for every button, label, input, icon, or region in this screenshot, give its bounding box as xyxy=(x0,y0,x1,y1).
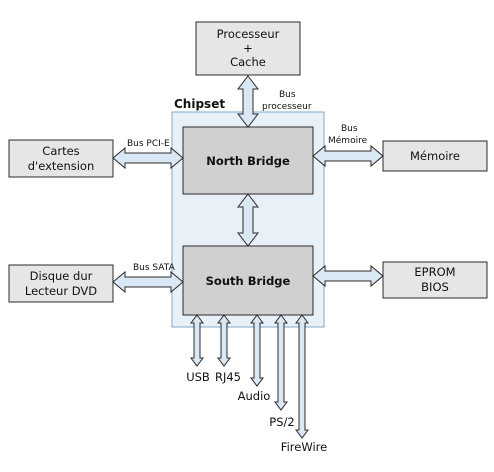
disk-label-line1: Disque dur xyxy=(30,269,93,283)
bridge-link-arrow xyxy=(236,193,260,247)
eprom-label-line1: EPROM xyxy=(414,265,455,279)
port-firewire-label: FireWire xyxy=(281,440,327,454)
processor-bus-label-line2: processeur xyxy=(262,102,312,112)
memory-bus-label-line2: Mémoire xyxy=(328,135,368,146)
processor-bus-arrow xyxy=(236,75,260,128)
disk-label-line2: Lecteur DVD xyxy=(25,284,97,298)
memory-box: Mémoire xyxy=(382,140,488,172)
port-usb-label: USB xyxy=(186,370,210,384)
processor-label-line3: Cache xyxy=(230,55,266,69)
north-bridge-label: North Bridge xyxy=(206,154,290,168)
eprom-bus-arrow xyxy=(312,264,384,288)
firewire-arrow xyxy=(295,314,309,439)
port-rj45-label: RJ45 xyxy=(215,370,241,384)
memory-bus-label-line1: Bus xyxy=(341,124,358,134)
south-bridge-label: South Bridge xyxy=(206,274,291,288)
sata-bus-label: Bus SATA xyxy=(133,263,176,273)
memory-bus-arrow xyxy=(312,144,384,168)
processor-label-line1: Processeur xyxy=(217,27,280,41)
port-ps2-label: PS/2 xyxy=(269,415,294,429)
sata-bus-arrow xyxy=(112,270,184,294)
processor-label-line2: + xyxy=(243,41,253,55)
processor-bus-label-line1: Bus xyxy=(279,90,296,100)
eprom-box: EPROM BIOS xyxy=(382,261,488,299)
chipset-label: Chipset xyxy=(174,97,225,111)
expansion-cards-label-line2: d'extension xyxy=(28,159,95,173)
port-audio-label: Audio xyxy=(238,389,271,403)
north-bridge-box: North Bridge xyxy=(182,126,314,195)
usb-arrow xyxy=(190,314,204,367)
south-bridge-box: South Bridge xyxy=(182,245,314,316)
pcie-bus-label: Bus PCI-E xyxy=(127,139,170,149)
processor-box: Processeur + Cache xyxy=(195,21,301,76)
expansion-cards-box: Cartes d'extension xyxy=(8,139,114,178)
disk-box: Disque dur Lecteur DVD xyxy=(8,264,114,303)
eprom-label-line2: BIOS xyxy=(421,280,449,294)
pcie-bus-arrow xyxy=(112,146,184,170)
memory-label: Mémoire xyxy=(410,149,460,163)
audio-arrow xyxy=(250,314,264,387)
expansion-cards-label-line1: Cartes xyxy=(42,144,79,158)
rj45-arrow xyxy=(217,314,231,367)
ps2-arrow xyxy=(274,314,288,411)
